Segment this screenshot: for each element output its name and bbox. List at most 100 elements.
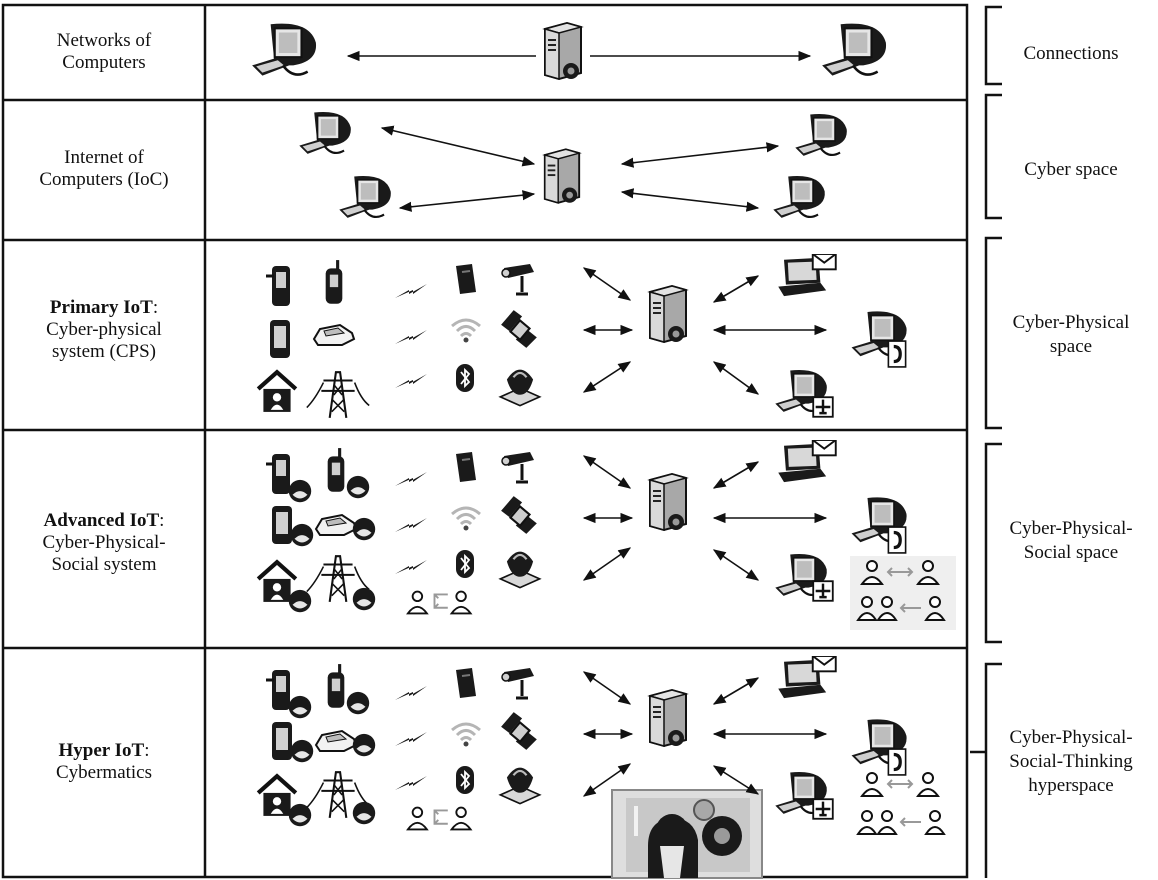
desktop-computer-icon	[772, 174, 826, 219]
row-label-hyper: Hyper IoT: Cybermatics	[4, 740, 204, 784]
person-head-icon	[290, 523, 314, 547]
cell-phone-icon	[327, 448, 345, 492]
bracket-cyber-physical	[984, 236, 1002, 430]
pda-icon	[270, 320, 290, 358]
row-label-bold: Hyper IoT	[58, 740, 145, 761]
bluetooth-icon	[455, 549, 475, 579]
person-head-icon	[352, 733, 376, 757]
camera-icon	[500, 666, 536, 700]
space-label-line: Cyber-Physical-	[1009, 727, 1133, 748]
row-label-ioc: Internet of Computers (IoC)	[4, 147, 204, 191]
wireless-signal-icon	[395, 374, 427, 388]
connection-arrow	[582, 671, 632, 705]
row-label-networks: Networks of Computers	[4, 30, 204, 74]
desktop-computer-icon	[298, 110, 352, 155]
row-advanced-graphics	[258, 440, 956, 630]
server-icon	[648, 472, 688, 532]
wifi-icon	[450, 722, 482, 748]
row-label-colon: :	[152, 297, 159, 318]
space-label-connections: Connections	[986, 42, 1156, 66]
connection-arrow	[712, 549, 760, 581]
bracket-cyber	[984, 93, 1002, 220]
row-hyper-graphics	[258, 656, 946, 879]
connection-arrow	[582, 361, 632, 393]
mobile-phone-icon	[264, 452, 292, 496]
desktop-computer-icon	[250, 22, 318, 77]
social-group-icon	[856, 809, 946, 836]
person-head-icon	[290, 739, 314, 763]
person-head-icon	[352, 587, 376, 611]
laptop-email-icon	[777, 254, 837, 298]
row-label-advanced: Advanced IoT: Cyber-Physical- Social sys…	[4, 510, 204, 576]
person-head-icon	[352, 801, 376, 825]
row-label-line: Networks of	[56, 30, 152, 51]
cell-phone-icon	[327, 664, 345, 708]
connection-arrow	[582, 547, 632, 581]
power-tower-icon	[306, 371, 370, 419]
pda-icon	[272, 722, 292, 760]
space-brackets	[970, 5, 1002, 878]
desktop-computer-icon	[820, 22, 888, 77]
wireless-signal-icon	[395, 776, 427, 790]
row-label-primary: Primary IoT: Cyber-physical system (CPS)	[4, 297, 204, 363]
person-head-icon	[288, 479, 312, 503]
desktop-computer-icon	[794, 112, 848, 157]
car-icon	[314, 513, 358, 537]
camera-icon	[500, 450, 536, 484]
rfid-card-icon	[455, 667, 477, 699]
thinking-brain-illustration	[611, 789, 763, 879]
row-label-bold: Primary IoT	[49, 297, 153, 318]
connection-arrow	[380, 125, 536, 167]
row-label-line: Social system	[51, 554, 157, 575]
connection-arrow	[582, 763, 632, 797]
sensor-icon	[499, 550, 541, 589]
phone-handset-icon	[886, 340, 908, 368]
rfid-card-icon	[455, 263, 477, 295]
bracket-connections	[984, 5, 1002, 86]
table-frame	[1, 3, 969, 879]
airplane-icon	[812, 798, 834, 820]
mobile-phone-icon	[264, 668, 292, 712]
row-ioc-graphics	[298, 110, 848, 219]
smart-home-icon	[258, 372, 296, 412]
social-interaction-icon	[406, 590, 472, 615]
row-label-line: Internet of	[64, 147, 144, 168]
wireless-signal-icon	[395, 472, 427, 486]
satellite-icon	[500, 309, 538, 349]
wireless-signal-icon	[395, 284, 427, 298]
wireless-signal-icon	[395, 686, 427, 700]
wireless-signal-icon	[395, 518, 427, 532]
sensor-icon	[499, 766, 541, 805]
row-networks-graphics	[250, 21, 888, 81]
connection-arrow	[712, 461, 760, 489]
social-interaction-icon	[406, 806, 472, 831]
laptop-email-icon	[777, 440, 837, 484]
connection-arrow	[712, 361, 760, 395]
row-label-colon: :	[144, 740, 150, 761]
row-label-heading: Advanced IoT:	[4, 510, 204, 532]
space-label-line: Cyber-Physical	[1012, 312, 1130, 333]
wireless-signal-icon	[395, 732, 427, 746]
space-label-line: hyperspace	[1028, 775, 1114, 796]
wifi-icon	[450, 506, 482, 532]
satellite-icon	[500, 710, 538, 752]
space-label-line: space	[1049, 336, 1093, 357]
mobile-phone-icon	[264, 264, 292, 308]
phone-handset-icon	[886, 748, 908, 776]
server-icon	[648, 688, 688, 748]
desktop-computer-icon	[338, 174, 392, 219]
space-label-cpst: Cyber-Physical- Social-Thinking hyperspa…	[986, 726, 1156, 798]
car-icon	[312, 323, 356, 347]
row-label-line: Cyber-physical	[46, 319, 162, 340]
pda-icon	[272, 506, 292, 544]
connection-arrow	[712, 765, 760, 795]
row-label-line: Computers (IoC)	[39, 169, 169, 190]
row-label-line: Cybermatics	[55, 762, 153, 783]
bracket-cpst	[984, 662, 1002, 878]
person-head-icon	[288, 589, 312, 613]
airplane-icon	[812, 580, 834, 602]
connection-arrow	[620, 142, 780, 168]
person-head-icon	[346, 691, 370, 715]
row-label-line: Computers	[62, 52, 146, 73]
